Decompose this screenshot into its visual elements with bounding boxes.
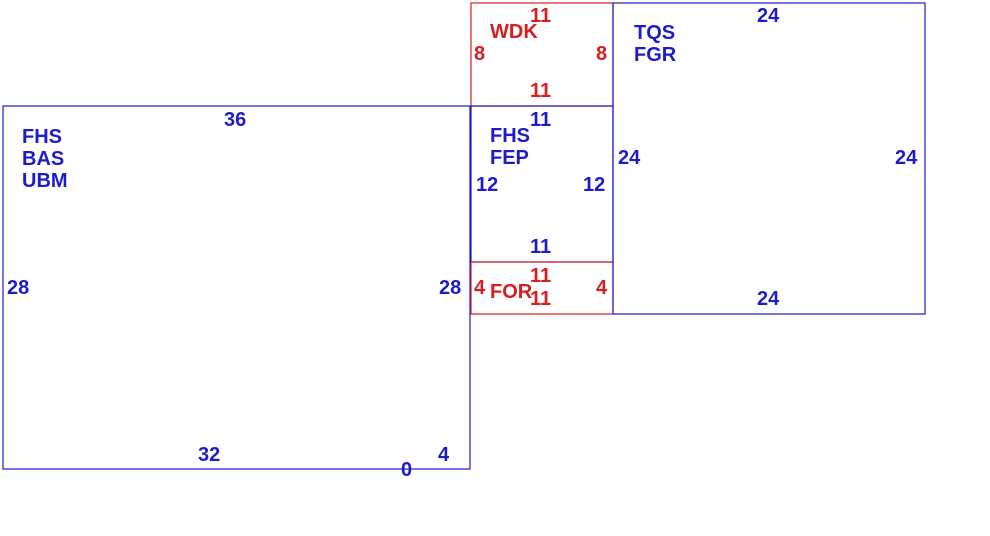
dimension-left-bottom-middle: 4 xyxy=(474,277,486,299)
room-name: FGR xyxy=(634,44,677,66)
room-name: UBM xyxy=(22,170,68,192)
dimension-top-bottom-middle: 11 xyxy=(530,265,552,287)
dimension-bottom-center-middle: 11 xyxy=(530,236,552,258)
room-outline-right xyxy=(612,2,926,315)
dimension-bottom-top-middle: 11 xyxy=(530,80,552,102)
dimension-left-center-middle: 12 xyxy=(476,174,499,196)
room-name: FHS xyxy=(490,125,530,147)
dimension-top-center-middle: 11 xyxy=(530,109,552,131)
room-name-top-middle: WDK xyxy=(490,21,538,43)
dimension-extra-large-left: 0 xyxy=(401,459,413,481)
room-name: BAS xyxy=(22,148,65,170)
dimension-right-large-left: 28 xyxy=(439,277,462,299)
dimension-left-large-left: 28 xyxy=(7,277,30,299)
room-names-center-middle: FHS FEP xyxy=(490,125,530,169)
room-names-large-left: FHS BAS UBM xyxy=(22,126,68,192)
dimension-left-top-middle: 8 xyxy=(474,43,486,65)
room-name-bottom-middle: FOR xyxy=(490,281,533,303)
room-name: FEP xyxy=(490,147,529,169)
dimension-extra-large-left: 4 xyxy=(438,444,450,466)
room-names-right: TQS FGR xyxy=(634,22,676,66)
dimension-left-right: 24 xyxy=(618,147,641,169)
room-outline-large-left xyxy=(2,105,471,470)
room-name: FHS xyxy=(22,126,62,148)
dimension-bottom-large-left: 32 xyxy=(198,444,221,466)
dimension-top-right: 24 xyxy=(757,5,780,27)
dimension-right-top-middle: 8 xyxy=(596,43,608,65)
dimension-top-large-left: 36 xyxy=(224,109,247,131)
dimension-right-center-middle: 12 xyxy=(583,174,606,196)
room-name: TQS xyxy=(634,22,676,44)
dimension-bottom-bottom-middle: 11 xyxy=(530,288,552,310)
dimension-top-top-middle: 11 xyxy=(530,5,552,27)
dimension-right-right: 24 xyxy=(895,147,918,169)
dimension-right-bottom-middle: 4 xyxy=(596,277,608,299)
dimension-bottom-right: 24 xyxy=(757,288,780,310)
